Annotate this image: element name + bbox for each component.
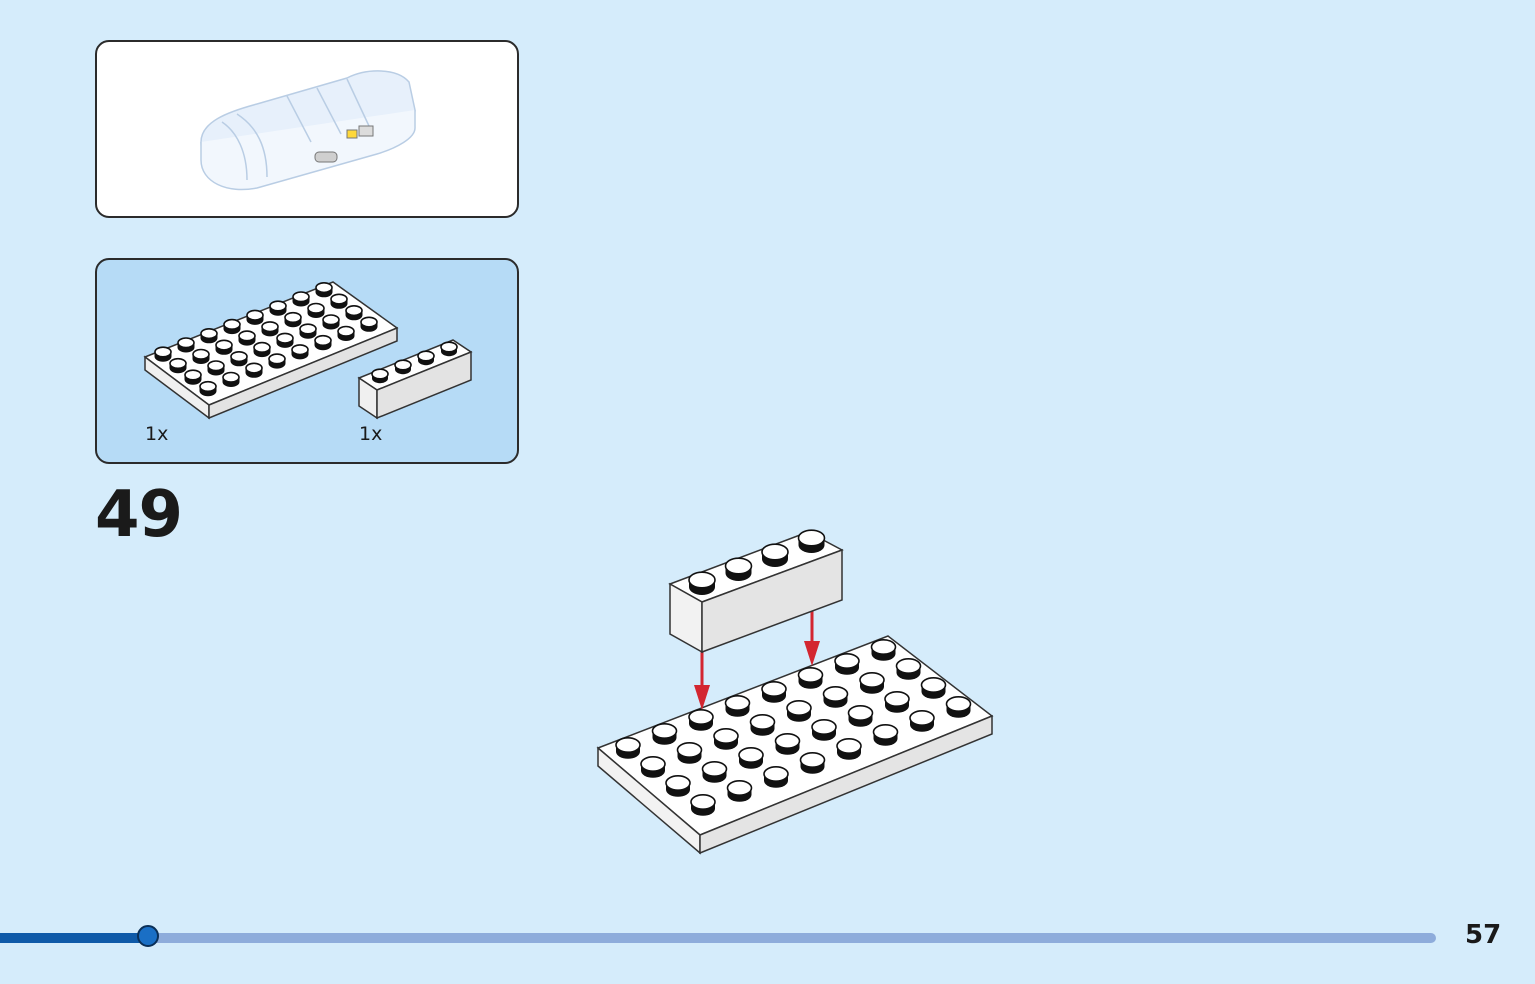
plate-quantity: 1x: [145, 423, 169, 445]
stud: [307, 302, 325, 314]
stud: [315, 281, 333, 294]
stud: [726, 779, 753, 796]
stud: [394, 359, 412, 371]
stud: [872, 724, 899, 741]
stud: [268, 353, 286, 365]
preview-model-icon: [200, 70, 416, 191]
stud: [200, 327, 218, 340]
stud: [330, 293, 348, 305]
stud: [276, 332, 294, 344]
stud: [724, 695, 751, 712]
progress-track: [0, 933, 1436, 943]
stud: [238, 330, 256, 342]
stud: [859, 672, 885, 689]
stud: [371, 368, 389, 380]
stud: [615, 737, 641, 754]
stud: [688, 571, 716, 589]
page-number: 57: [1465, 920, 1502, 950]
stud: [786, 700, 812, 717]
stud: [169, 357, 187, 370]
brick-quantity: 1x: [359, 423, 383, 445]
stud: [640, 756, 666, 773]
stud: [360, 316, 378, 328]
stud: [895, 658, 922, 675]
stud: [199, 380, 217, 393]
stud: [284, 311, 302, 324]
stud: [836, 738, 862, 755]
stud: [215, 339, 233, 351]
stud: [763, 766, 789, 783]
stud: [154, 346, 172, 358]
stud: [945, 696, 972, 713]
plate-4x8-icon: [143, 281, 399, 420]
stud: [314, 334, 332, 347]
stud: [738, 747, 764, 764]
stud: [417, 350, 435, 362]
stud: [834, 653, 860, 670]
progress-knob[interactable]: [136, 925, 159, 947]
stud: [870, 639, 897, 656]
stud: [822, 686, 849, 703]
stud: [245, 362, 263, 374]
stud: [222, 371, 240, 383]
brick-1x4-icon: [357, 339, 473, 420]
stud: [761, 543, 789, 561]
stud: [292, 291, 310, 303]
stud: [345, 304, 363, 317]
stud: [909, 710, 935, 727]
stud: [799, 752, 826, 769]
stud: [207, 360, 225, 372]
stud: [269, 300, 287, 312]
preview-panel: [95, 40, 519, 218]
stud: [177, 337, 195, 349]
stud: [291, 344, 309, 356]
main-plate: [596, 635, 994, 855]
stud: [230, 350, 248, 363]
stud: [713, 728, 739, 745]
stud: [847, 705, 874, 722]
progress-fill: [0, 933, 148, 943]
stud: [676, 742, 703, 759]
stud: [797, 667, 824, 684]
stud: [223, 318, 241, 331]
main-brick: [668, 529, 844, 654]
stud: [246, 309, 264, 321]
stud: [299, 323, 317, 335]
stud: [761, 681, 787, 698]
build-diagram: [596, 529, 994, 855]
stud: [440, 341, 458, 353]
stud: [192, 348, 210, 360]
stud: [749, 714, 776, 731]
stud: [337, 325, 355, 337]
stud: [322, 314, 340, 326]
parts-panel: 1x 1x: [95, 258, 519, 464]
stud: [651, 723, 678, 740]
stud: [724, 557, 753, 575]
stud: [665, 775, 691, 792]
stud: [797, 529, 826, 547]
stud: [920, 677, 947, 694]
step-number: 49: [95, 478, 183, 552]
stud: [184, 369, 202, 381]
stud: [688, 709, 714, 726]
stud: [261, 321, 279, 333]
stud: [253, 341, 271, 353]
stud: [774, 733, 801, 750]
stud: [884, 691, 910, 708]
stud: [811, 719, 837, 736]
stud: [701, 761, 728, 778]
stud: [690, 793, 716, 810]
